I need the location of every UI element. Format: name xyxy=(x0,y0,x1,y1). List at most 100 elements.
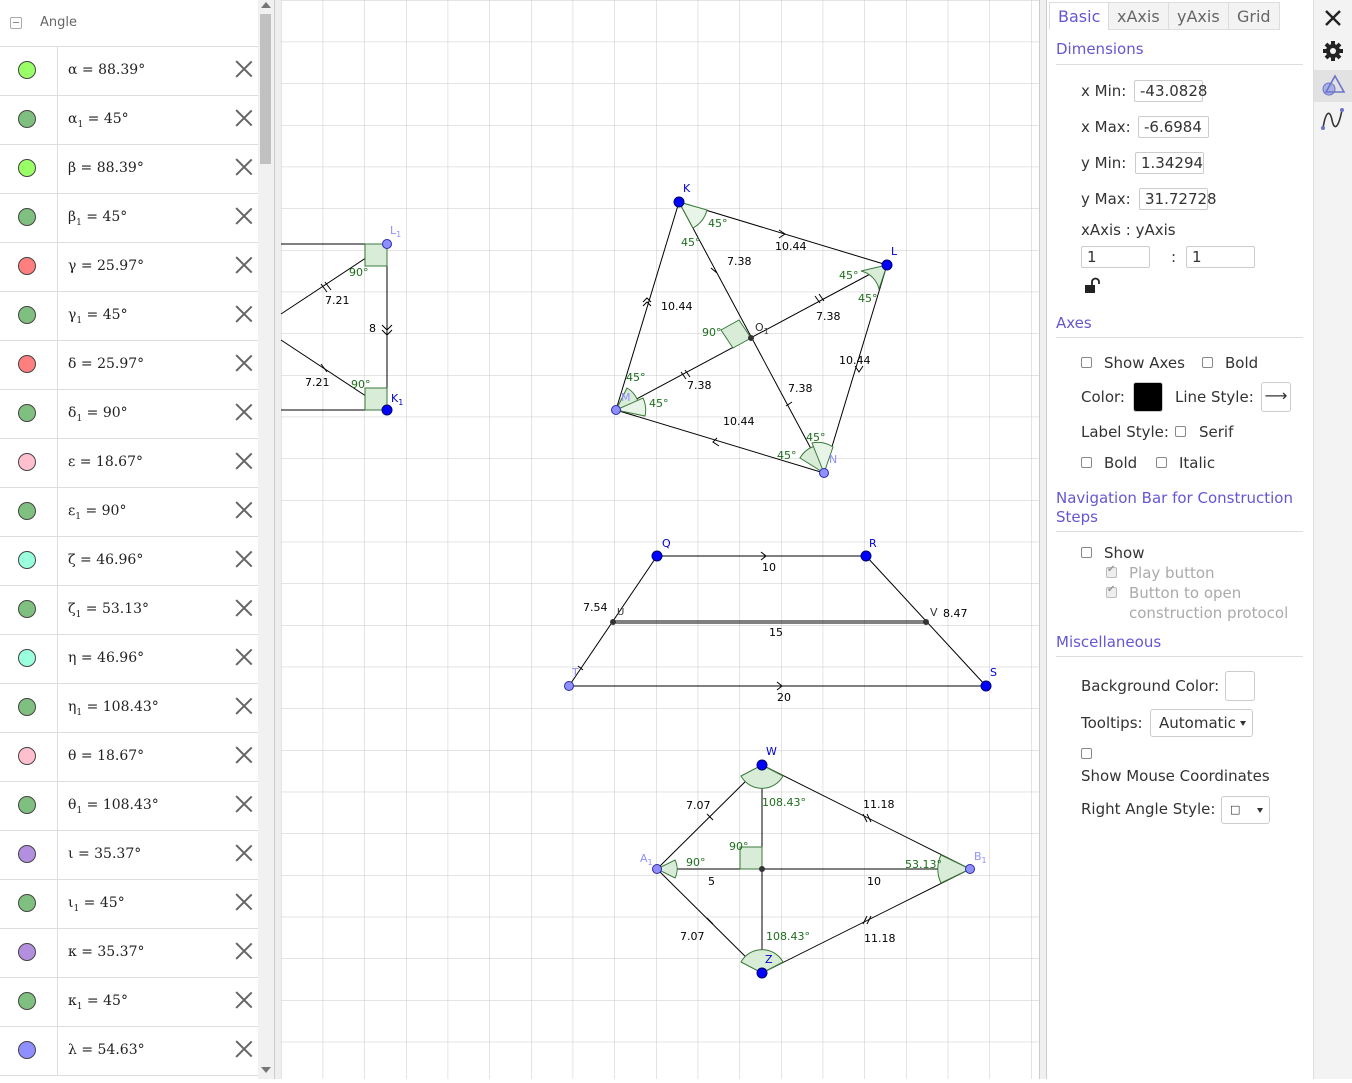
point-T[interactable] xyxy=(564,681,574,691)
algebra-row[interactable]: γ = 25.97° xyxy=(0,243,258,292)
algebra-row[interactable]: θ1 = 108.43° xyxy=(0,782,258,831)
visibility-marble-icon[interactable] xyxy=(18,257,36,275)
show-axes-checkbox[interactable] xyxy=(1081,357,1092,368)
algebra-definition[interactable]: α = 88.39° xyxy=(68,62,145,81)
close-icon[interactable] xyxy=(1320,5,1346,31)
visibility-marble-icon[interactable] xyxy=(18,796,36,814)
algebra-row[interactable]: β = 88.39° xyxy=(0,145,258,194)
algebra-definition[interactable]: ζ1 = 53.13° xyxy=(68,601,149,620)
ratio-y-field[interactable]: 1 xyxy=(1186,246,1255,268)
algebra-definition[interactable]: κ1 = 45° xyxy=(68,993,128,1012)
point-Q[interactable] xyxy=(651,550,663,562)
navbar-show-checkbox[interactable] xyxy=(1081,547,1092,558)
visibility-marble-icon[interactable] xyxy=(18,649,36,667)
delete-icon[interactable] xyxy=(234,353,254,373)
delete-icon[interactable] xyxy=(234,843,254,863)
visibility-marble-icon[interactable] xyxy=(18,992,36,1010)
point-L[interactable] xyxy=(881,259,893,271)
bold-axes-checkbox[interactable] xyxy=(1202,357,1213,368)
algebra-definition[interactable]: γ = 25.97° xyxy=(68,258,144,277)
algebra-row[interactable]: ε1 = 90° xyxy=(0,488,258,537)
tooltips-dropdown[interactable]: Automatic xyxy=(1150,709,1253,737)
delete-icon[interactable] xyxy=(234,500,254,520)
algebra-row[interactable]: θ = 18.67° xyxy=(0,733,258,782)
delete-icon[interactable] xyxy=(234,451,254,471)
point-U[interactable] xyxy=(610,619,616,625)
algebra-definition[interactable]: α1 = 45° xyxy=(68,111,129,130)
unlock-icon[interactable] xyxy=(1083,277,1103,295)
point-O1[interactable] xyxy=(748,335,754,341)
delete-icon[interactable] xyxy=(234,696,254,716)
point-N[interactable] xyxy=(819,468,829,478)
algebra-definition[interactable]: θ = 18.67° xyxy=(68,748,144,767)
point-Z[interactable] xyxy=(756,967,768,979)
point-R[interactable] xyxy=(860,550,872,562)
algebra-row[interactable]: κ1 = 45° xyxy=(0,978,258,1027)
algebra-row[interactable]: ι = 35.37° xyxy=(0,831,258,880)
tab-yaxis[interactable]: yAxis xyxy=(1168,2,1229,30)
algebra-definition[interactable]: ι = 35.37° xyxy=(68,846,141,865)
visibility-marble-icon[interactable] xyxy=(18,943,36,961)
point-M[interactable] xyxy=(611,405,621,415)
delete-icon[interactable] xyxy=(234,598,254,618)
scroll-thumb[interactable] xyxy=(260,14,271,164)
algebra-definition[interactable]: ι1 = 45° xyxy=(68,895,125,914)
delete-icon[interactable] xyxy=(234,157,254,177)
serif-checkbox[interactable] xyxy=(1175,426,1186,437)
algebra-row[interactable]: β1 = 45° xyxy=(0,194,258,243)
delete-icon[interactable] xyxy=(234,108,254,128)
delete-icon[interactable] xyxy=(234,304,254,324)
algebra-row[interactable]: ζ = 46.96° xyxy=(0,537,258,586)
ratio-x-field[interactable]: 1 xyxy=(1081,246,1150,268)
xmax-field[interactable]: -6.6984 xyxy=(1138,116,1209,138)
delete-icon[interactable] xyxy=(234,794,254,814)
point-B1[interactable] xyxy=(965,864,975,874)
visibility-marble-icon[interactable] xyxy=(18,845,36,863)
scroll-down-arrow-icon[interactable] xyxy=(261,1067,271,1073)
bg-color-swatch[interactable] xyxy=(1225,671,1255,701)
visibility-marble-icon[interactable] xyxy=(18,1041,36,1059)
gear-icon[interactable] xyxy=(1320,38,1346,64)
visibility-marble-icon[interactable] xyxy=(18,894,36,912)
algebra-row[interactable]: δ1 = 90° xyxy=(0,390,258,439)
algebra-definition[interactable]: γ1 = 45° xyxy=(68,307,128,326)
point-L1[interactable] xyxy=(382,239,392,249)
visibility-marble-icon[interactable] xyxy=(18,502,36,520)
italic-checkbox[interactable] xyxy=(1156,457,1167,468)
label-bold-checkbox[interactable] xyxy=(1081,457,1092,468)
point-S[interactable] xyxy=(980,680,992,692)
axis-color-swatch[interactable] xyxy=(1133,382,1163,412)
delete-icon[interactable] xyxy=(234,59,254,79)
algebra-definition[interactable]: β = 88.39° xyxy=(68,160,144,179)
algebra-definition[interactable]: δ = 25.97° xyxy=(68,356,144,375)
delete-icon[interactable] xyxy=(234,1039,254,1059)
delete-icon[interactable] xyxy=(234,647,254,667)
panel-divider-left[interactable] xyxy=(274,0,281,1079)
algebra-definition[interactable]: λ = 54.63° xyxy=(68,1042,145,1061)
algebra-row[interactable]: η1 = 108.43° xyxy=(0,684,258,733)
point-kite-center[interactable] xyxy=(759,866,765,872)
visibility-marble-icon[interactable] xyxy=(18,600,36,618)
ymin-field[interactable]: 1.34294 xyxy=(1135,152,1204,174)
algebra-row[interactable]: ζ1 = 53.13° xyxy=(0,586,258,635)
ymax-field[interactable]: 31.72728 xyxy=(1139,188,1217,210)
visibility-marble-icon[interactable] xyxy=(18,698,36,716)
algebra-definition[interactable]: ε = 18.67° xyxy=(68,454,143,473)
function-curve-icon[interactable] xyxy=(1320,106,1346,132)
point-K[interactable] xyxy=(673,196,685,208)
point-A1[interactable] xyxy=(652,864,662,874)
visibility-marble-icon[interactable] xyxy=(18,61,36,79)
delete-icon[interactable] xyxy=(234,892,254,912)
graphics-canvas[interactable]: L1 K1 7.21 7.21 8 90° 90° K L M N O1 10.… xyxy=(280,0,1039,1079)
graphics-view[interactable]: L1 K1 7.21 7.21 8 90° 90° K L M N O1 10.… xyxy=(280,0,1039,1079)
algebra-definition[interactable]: η = 46.96° xyxy=(68,650,144,669)
tab-basic[interactable]: Basic xyxy=(1049,2,1110,30)
collapse-group-button[interactable] xyxy=(10,17,22,29)
point-W[interactable] xyxy=(756,759,768,771)
algebra-row[interactable]: ε = 18.67° xyxy=(0,439,258,488)
algebra-row[interactable]: κ = 35.37° xyxy=(0,929,258,978)
delete-icon[interactable] xyxy=(234,745,254,765)
visibility-marble-icon[interactable] xyxy=(18,551,36,569)
algebra-row[interactable]: δ = 25.97° xyxy=(0,341,258,390)
algebra-definition[interactable]: δ1 = 90° xyxy=(68,405,128,424)
